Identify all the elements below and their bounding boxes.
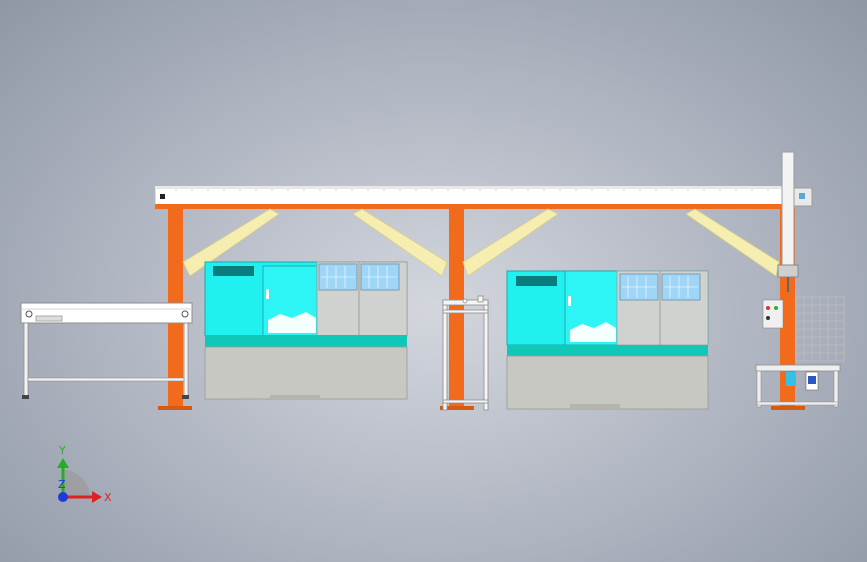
gantry-leg-middle <box>440 208 474 410</box>
z-axis-label: Z <box>58 478 66 491</box>
y-axis-label: Y <box>58 444 66 457</box>
triad-quadrant <box>63 470 90 497</box>
z-axis-dot <box>58 492 68 502</box>
x-axis-arrowhead <box>92 491 102 503</box>
y-axis-arrowhead <box>57 458 69 468</box>
x-axis-label: X <box>104 491 112 504</box>
gantry-beam <box>154 186 786 209</box>
z-axis-column <box>777 151 813 292</box>
cnc-lathe-2[interactable] <box>506 270 709 410</box>
tray-station[interactable] <box>755 296 845 408</box>
gantry-braces <box>182 208 780 277</box>
middle-rack <box>442 295 489 411</box>
cnc-lathe-1[interactable] <box>204 261 408 400</box>
axis-triad[interactable]: Y X Z <box>57 444 112 504</box>
input-conveyor <box>20 302 193 399</box>
